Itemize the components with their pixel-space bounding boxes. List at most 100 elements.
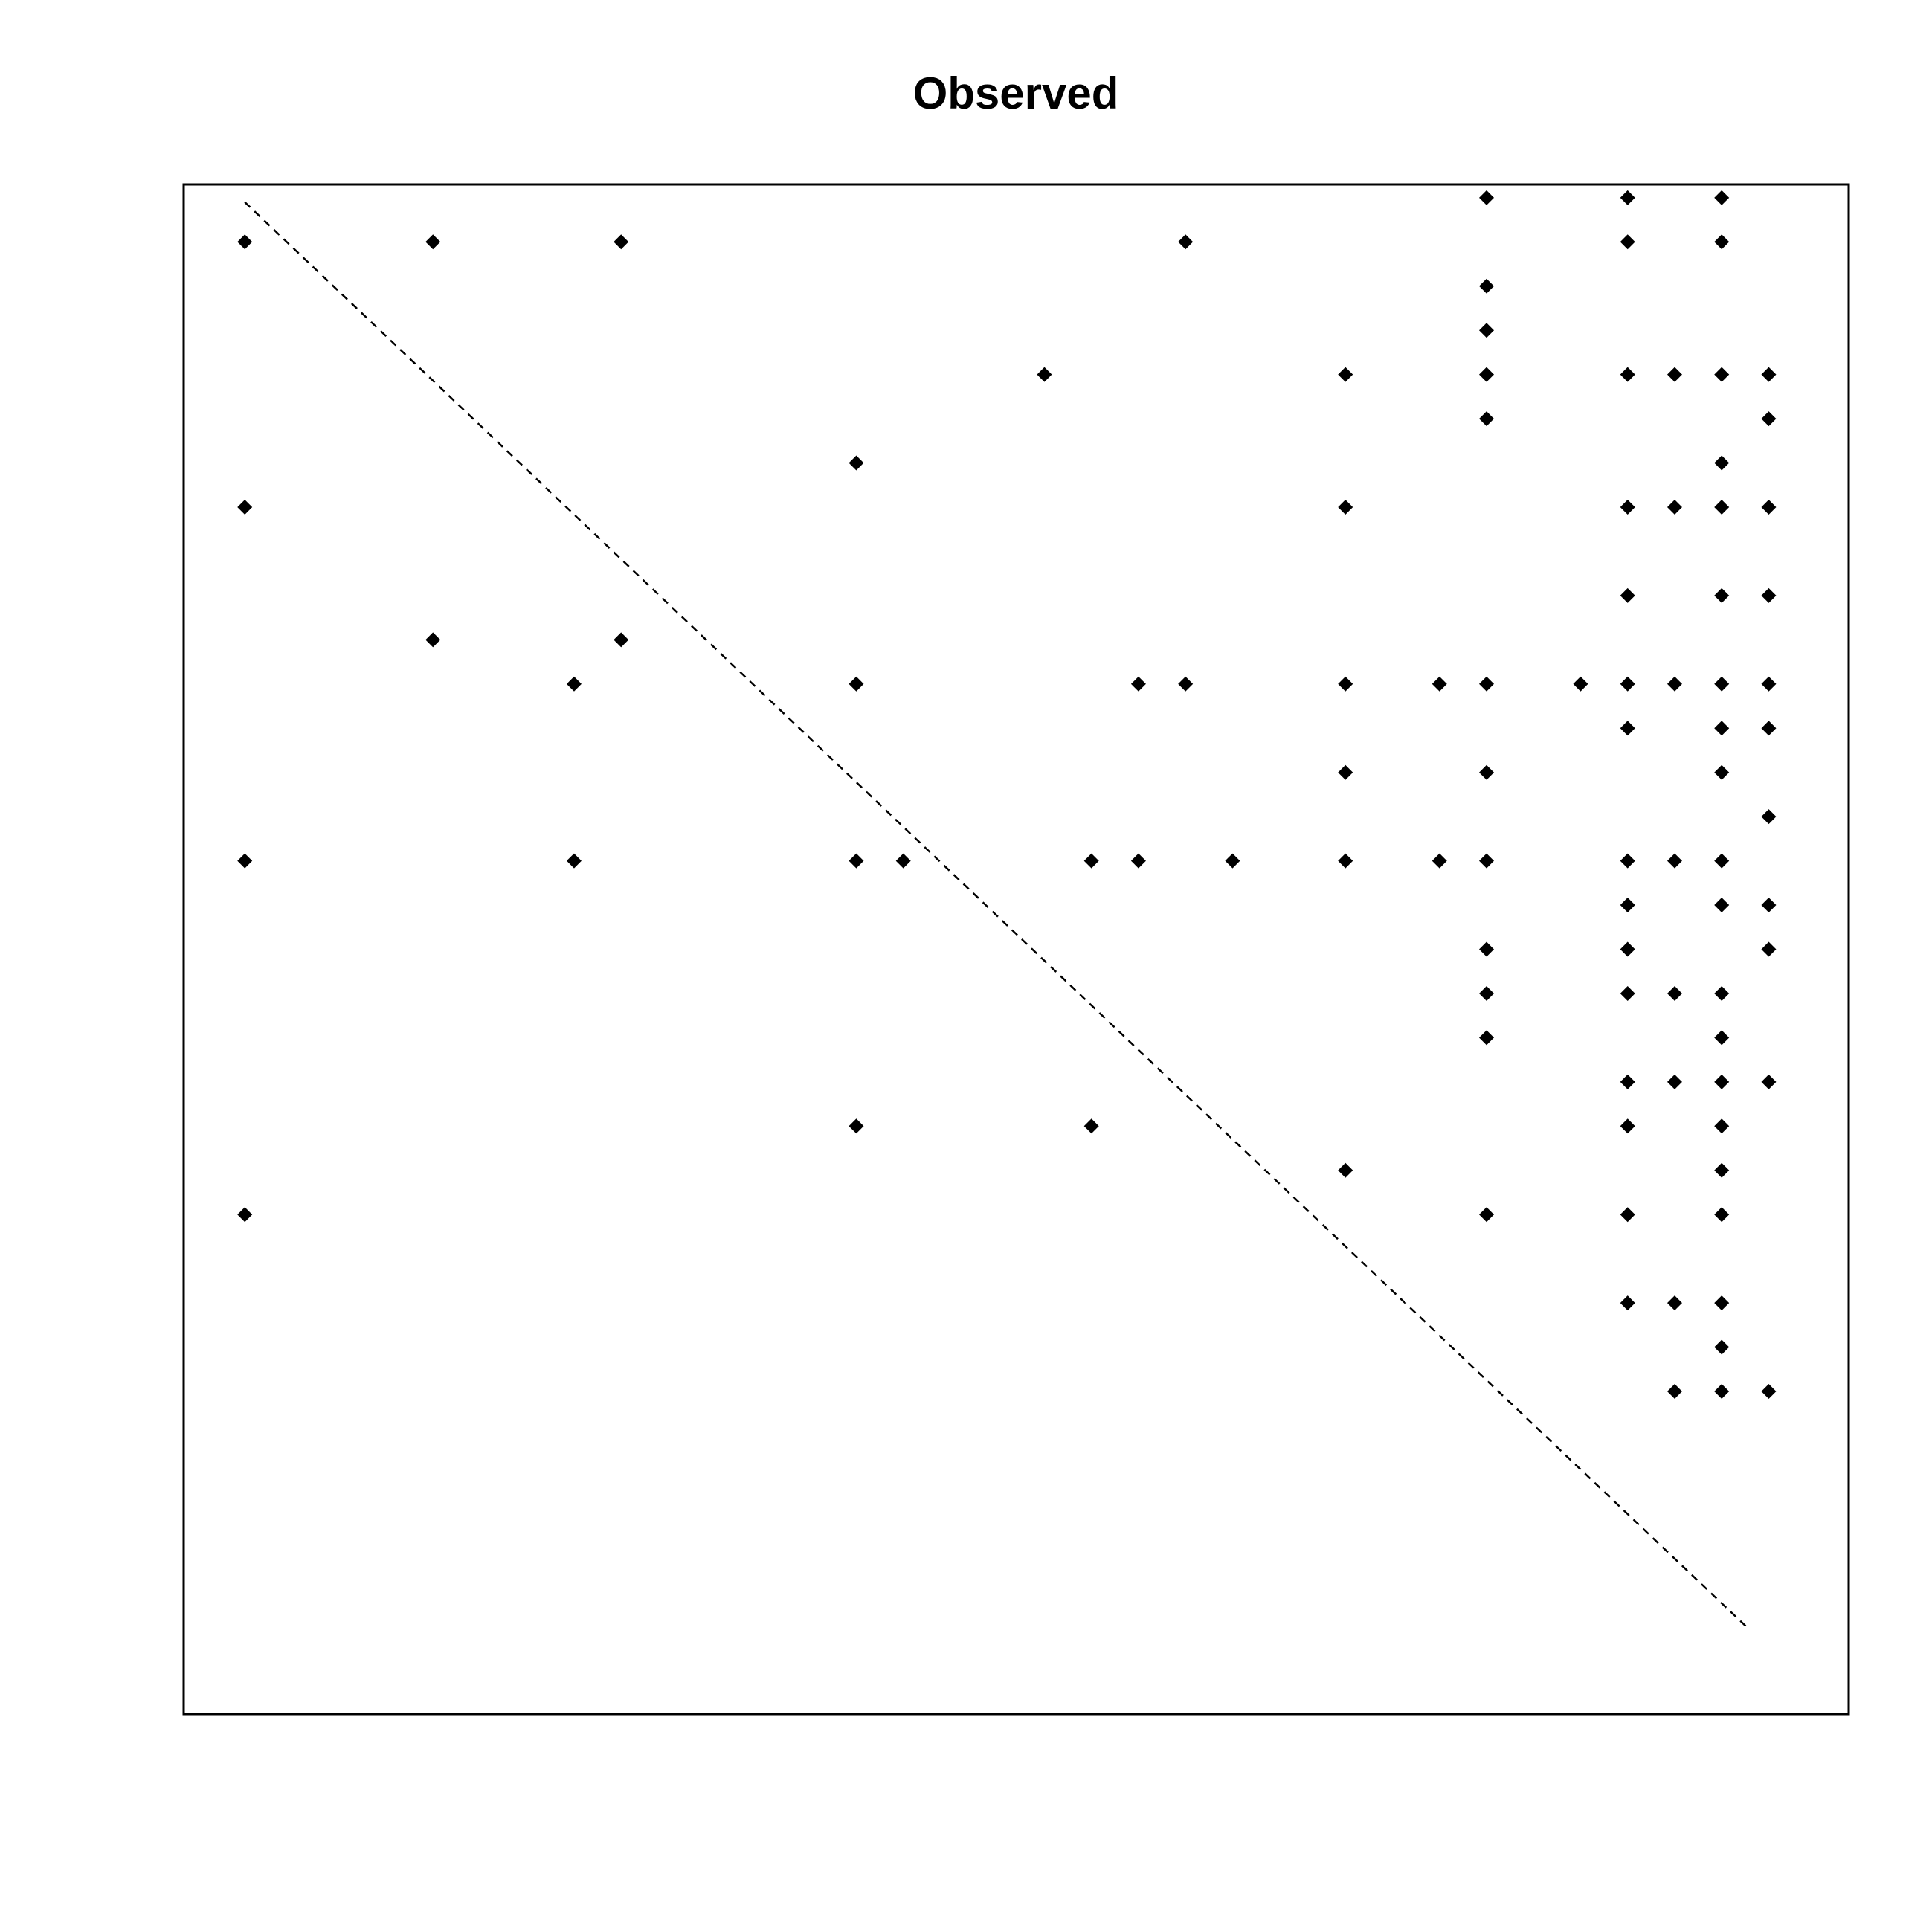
data-point [1761, 721, 1777, 736]
data-point [1338, 1162, 1353, 1178]
data-point [1714, 764, 1730, 780]
data-point [237, 853, 253, 869]
data-point [1620, 898, 1635, 913]
points-layer [237, 190, 1777, 1400]
data-point [1620, 985, 1635, 1001]
data-point [1714, 1030, 1730, 1046]
data-point [1478, 985, 1494, 1001]
data-point [1714, 367, 1730, 382]
data-point [1667, 676, 1682, 692]
data-point [1620, 721, 1635, 736]
data-point [1714, 898, 1730, 913]
data-point [1714, 1295, 1730, 1311]
data-point [1667, 985, 1682, 1001]
data-point [1761, 809, 1777, 825]
data-point [1714, 676, 1730, 692]
data-point [1761, 587, 1777, 603]
data-point [425, 632, 441, 648]
data-point [1178, 234, 1194, 250]
data-point [1714, 587, 1730, 603]
data-point [1667, 367, 1682, 382]
data-point [1620, 1074, 1635, 1089]
reference-line [244, 201, 1751, 1631]
data-point [1714, 455, 1730, 471]
data-point [1761, 898, 1777, 913]
data-point [1620, 587, 1635, 603]
data-point [1338, 499, 1353, 515]
data-point [1667, 853, 1682, 869]
data-point [237, 499, 253, 515]
data-point [1620, 941, 1635, 957]
data-point [1478, 1207, 1494, 1223]
data-point [1714, 1384, 1730, 1400]
data-point [1083, 853, 1099, 869]
data-point [1761, 367, 1777, 382]
data-point [614, 632, 629, 648]
data-point [1620, 1118, 1635, 1134]
data-point [425, 234, 441, 250]
data-point [1714, 1207, 1730, 1223]
data-point [1478, 323, 1494, 338]
data-point [849, 853, 864, 869]
data-point [1761, 676, 1777, 692]
data-point [1478, 367, 1494, 382]
data-point [1714, 1074, 1730, 1089]
data-point [1761, 1384, 1777, 1400]
data-point [1225, 853, 1240, 869]
data-point [1714, 721, 1730, 736]
data-point [1667, 1074, 1682, 1089]
data-point [1761, 941, 1777, 957]
data-point [1620, 676, 1635, 692]
data-point [1620, 853, 1635, 869]
data-point [1338, 853, 1353, 869]
data-point [1667, 1295, 1682, 1311]
data-point [1178, 676, 1194, 692]
data-point [237, 1207, 253, 1223]
data-point [1478, 411, 1494, 427]
data-point [1667, 499, 1682, 515]
data-point [1714, 190, 1730, 205]
data-point [849, 1118, 864, 1134]
data-point [1620, 1207, 1635, 1223]
data-point [1620, 234, 1635, 250]
data-point [1620, 499, 1635, 515]
data-point [1714, 499, 1730, 515]
data-point [1338, 676, 1353, 692]
plot-frame [182, 183, 1850, 1716]
data-point [1478, 190, 1494, 205]
data-point [1037, 367, 1052, 382]
data-point [1478, 764, 1494, 780]
data-point [566, 853, 582, 869]
data-point [1478, 853, 1494, 869]
data-point [1130, 853, 1146, 869]
data-point [614, 234, 629, 250]
data-point [1714, 985, 1730, 1001]
chart-title: Observed [913, 68, 1119, 118]
data-point [1432, 853, 1447, 869]
data-point [1714, 1162, 1730, 1178]
data-point [1573, 676, 1588, 692]
data-point [1714, 234, 1730, 250]
data-point [1667, 1384, 1682, 1400]
data-point [1478, 676, 1494, 692]
data-point [1620, 1295, 1635, 1311]
data-point [849, 455, 864, 471]
data-point [1761, 1074, 1777, 1089]
data-point [237, 234, 253, 250]
data-point [1083, 1118, 1099, 1134]
data-point [1620, 367, 1635, 382]
data-point [1432, 676, 1447, 692]
data-point [1761, 411, 1777, 427]
data-point [1714, 853, 1730, 869]
data-point [1338, 764, 1353, 780]
data-point [1478, 1030, 1494, 1046]
data-point [1620, 190, 1635, 205]
data-point [895, 853, 911, 869]
data-point [1714, 1118, 1730, 1134]
data-point [1761, 499, 1777, 515]
data-point [1714, 1339, 1730, 1355]
data-point [1130, 676, 1146, 692]
data-point [1478, 278, 1494, 294]
